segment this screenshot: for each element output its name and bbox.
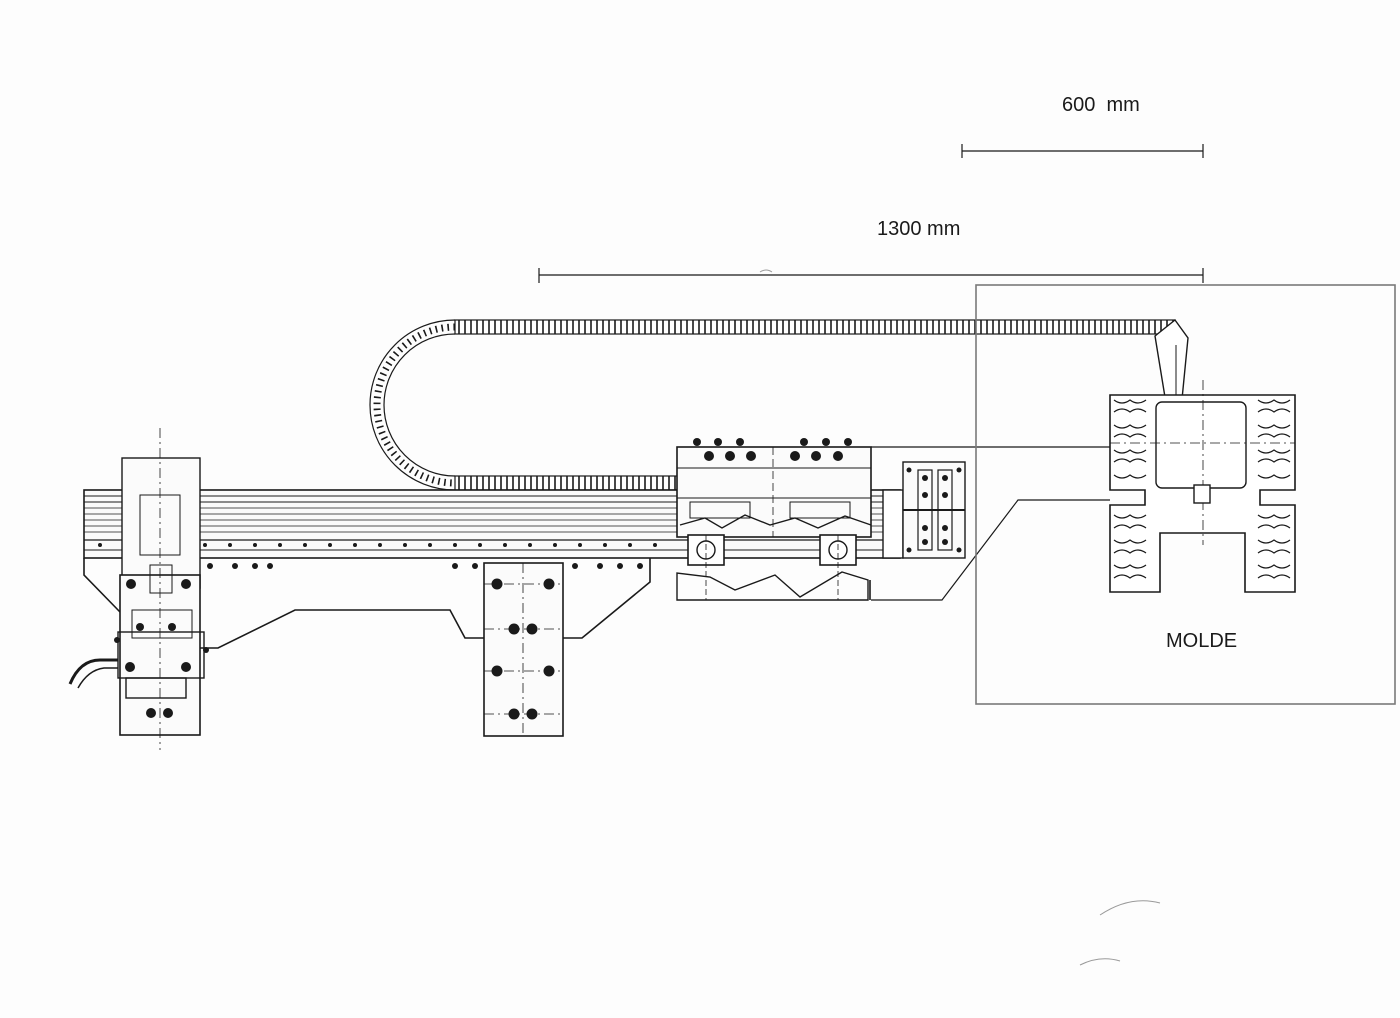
- mold-callout-frame: [975, 284, 1396, 705]
- mold-callout-label: MOLDE: [1166, 630, 1238, 652]
- dimension-line-600: [961, 144, 1204, 158]
- gripper-head: [882, 461, 966, 559]
- leader-lines: [871, 446, 1110, 601]
- scan-artifacts: [759, 269, 1161, 966]
- dimension-line-1300: [538, 268, 1204, 283]
- dimension-label-600: 600 mm: [1062, 94, 1140, 116]
- left-drive-assembly: [68, 428, 209, 750]
- support-frame-outline: [83, 558, 871, 649]
- dimension-label-1300: 1300 mm: [877, 218, 961, 240]
- linear-carriage: [676, 438, 897, 601]
- center-support-pillar: [483, 562, 564, 737]
- mold-profile: [1109, 380, 1296, 593]
